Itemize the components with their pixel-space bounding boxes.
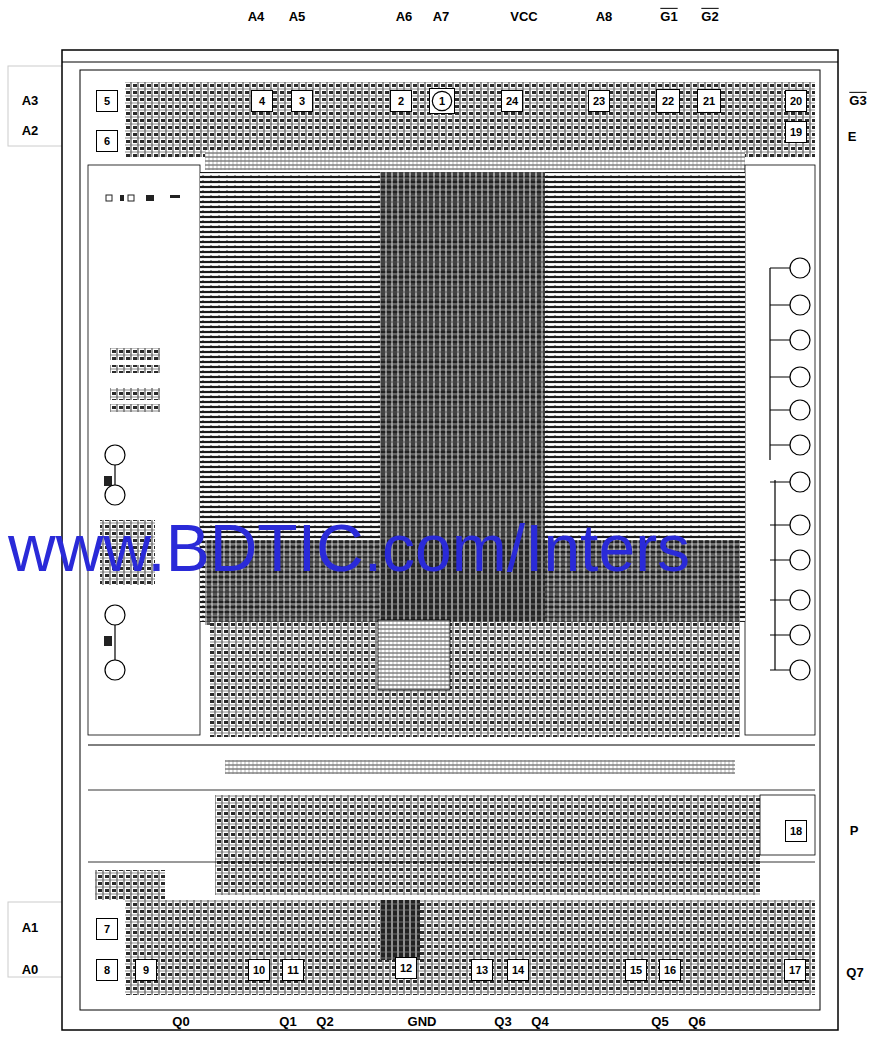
- bond-pad: 7: [96, 918, 118, 940]
- bond-pad: 6: [96, 130, 118, 152]
- pin-label: Q6: [688, 1015, 705, 1029]
- pin-label: A8: [596, 10, 613, 24]
- pad-number: 16: [664, 965, 676, 976]
- pad-number: 8: [104, 965, 110, 976]
- watermark: www.BDTIC.com/Inters: [8, 515, 690, 581]
- bond-pad: 22: [656, 89, 680, 113]
- pin-label: Q5: [651, 1015, 668, 1029]
- pad-number: 21: [703, 96, 715, 107]
- bond-pad: 9: [135, 959, 157, 981]
- bond-pad: 15: [625, 959, 647, 981]
- pad-number: 17: [789, 965, 801, 976]
- pad-number: 20: [790, 96, 802, 107]
- pin-label: GND: [408, 1015, 437, 1029]
- pad-number: 22: [662, 96, 674, 107]
- pin-label: P: [850, 824, 859, 838]
- pin-label: A5: [289, 10, 306, 24]
- bond-pad: 10: [248, 959, 270, 981]
- pin-label: A2: [22, 124, 39, 138]
- pin-label: VCC: [510, 10, 537, 24]
- pad-number: 23: [593, 96, 605, 107]
- pad-number: 24: [506, 96, 518, 107]
- pin-label: A1: [22, 921, 39, 935]
- pin-label: Q2: [316, 1015, 333, 1029]
- pad-number: 19: [790, 127, 802, 138]
- pad-number: 18: [790, 826, 802, 837]
- bond-pad: 14: [507, 959, 529, 981]
- pad-number: 4: [259, 96, 265, 107]
- pad-number: 12: [400, 963, 412, 974]
- pad-number: 11: [287, 965, 299, 976]
- bond-pad: 19: [785, 121, 807, 143]
- pin-label: G3: [849, 94, 866, 108]
- bond-pad: 8: [96, 959, 118, 981]
- bond-pad: 5: [96, 90, 118, 112]
- pad-number: 2: [398, 96, 404, 107]
- pin-label: E: [848, 130, 857, 144]
- pin-label: A4: [248, 10, 265, 24]
- pin-label: G1: [660, 10, 677, 24]
- pin-label: A0: [22, 963, 39, 977]
- pin-label: G2: [701, 10, 718, 24]
- pad-number: 14: [512, 965, 524, 976]
- pad-number: 6: [104, 136, 110, 147]
- bond-pad: 20: [785, 90, 807, 112]
- pin-label: A7: [433, 10, 450, 24]
- pad-number: 3: [299, 96, 305, 107]
- bond-pad: 1: [429, 88, 455, 114]
- pin-label: Q4: [531, 1015, 548, 1029]
- pin-label: Q7: [846, 966, 863, 980]
- bond-pad: 4: [251, 90, 273, 112]
- bond-pad: 17: [784, 959, 806, 981]
- bond-pad: 23: [588, 90, 610, 112]
- bond-pad: 3: [291, 90, 313, 112]
- bond-pad: 18: [785, 820, 807, 842]
- bond-pad: 24: [501, 90, 523, 112]
- bond-pad: 11: [282, 959, 304, 981]
- bond-pad: 16: [659, 959, 681, 981]
- pad-number: 9: [143, 965, 149, 976]
- pad-number: 1: [439, 96, 445, 107]
- bond-pad: 12: [395, 957, 417, 979]
- pin-label: A6: [396, 10, 413, 24]
- bond-pad: 13: [471, 959, 493, 981]
- pad-number: 7: [104, 924, 110, 935]
- pad-number: 10: [253, 965, 265, 976]
- bond-pad: 2: [390, 90, 412, 112]
- pin-label: Q1: [279, 1015, 296, 1029]
- pad-number: 13: [476, 965, 488, 976]
- bond-pad: 21: [697, 89, 721, 113]
- pin-label: A3: [22, 94, 39, 108]
- pad-number: 5: [104, 96, 110, 107]
- pin-label: Q0: [172, 1015, 189, 1029]
- pin-label: Q3: [494, 1015, 511, 1029]
- pad-number: 15: [630, 965, 642, 976]
